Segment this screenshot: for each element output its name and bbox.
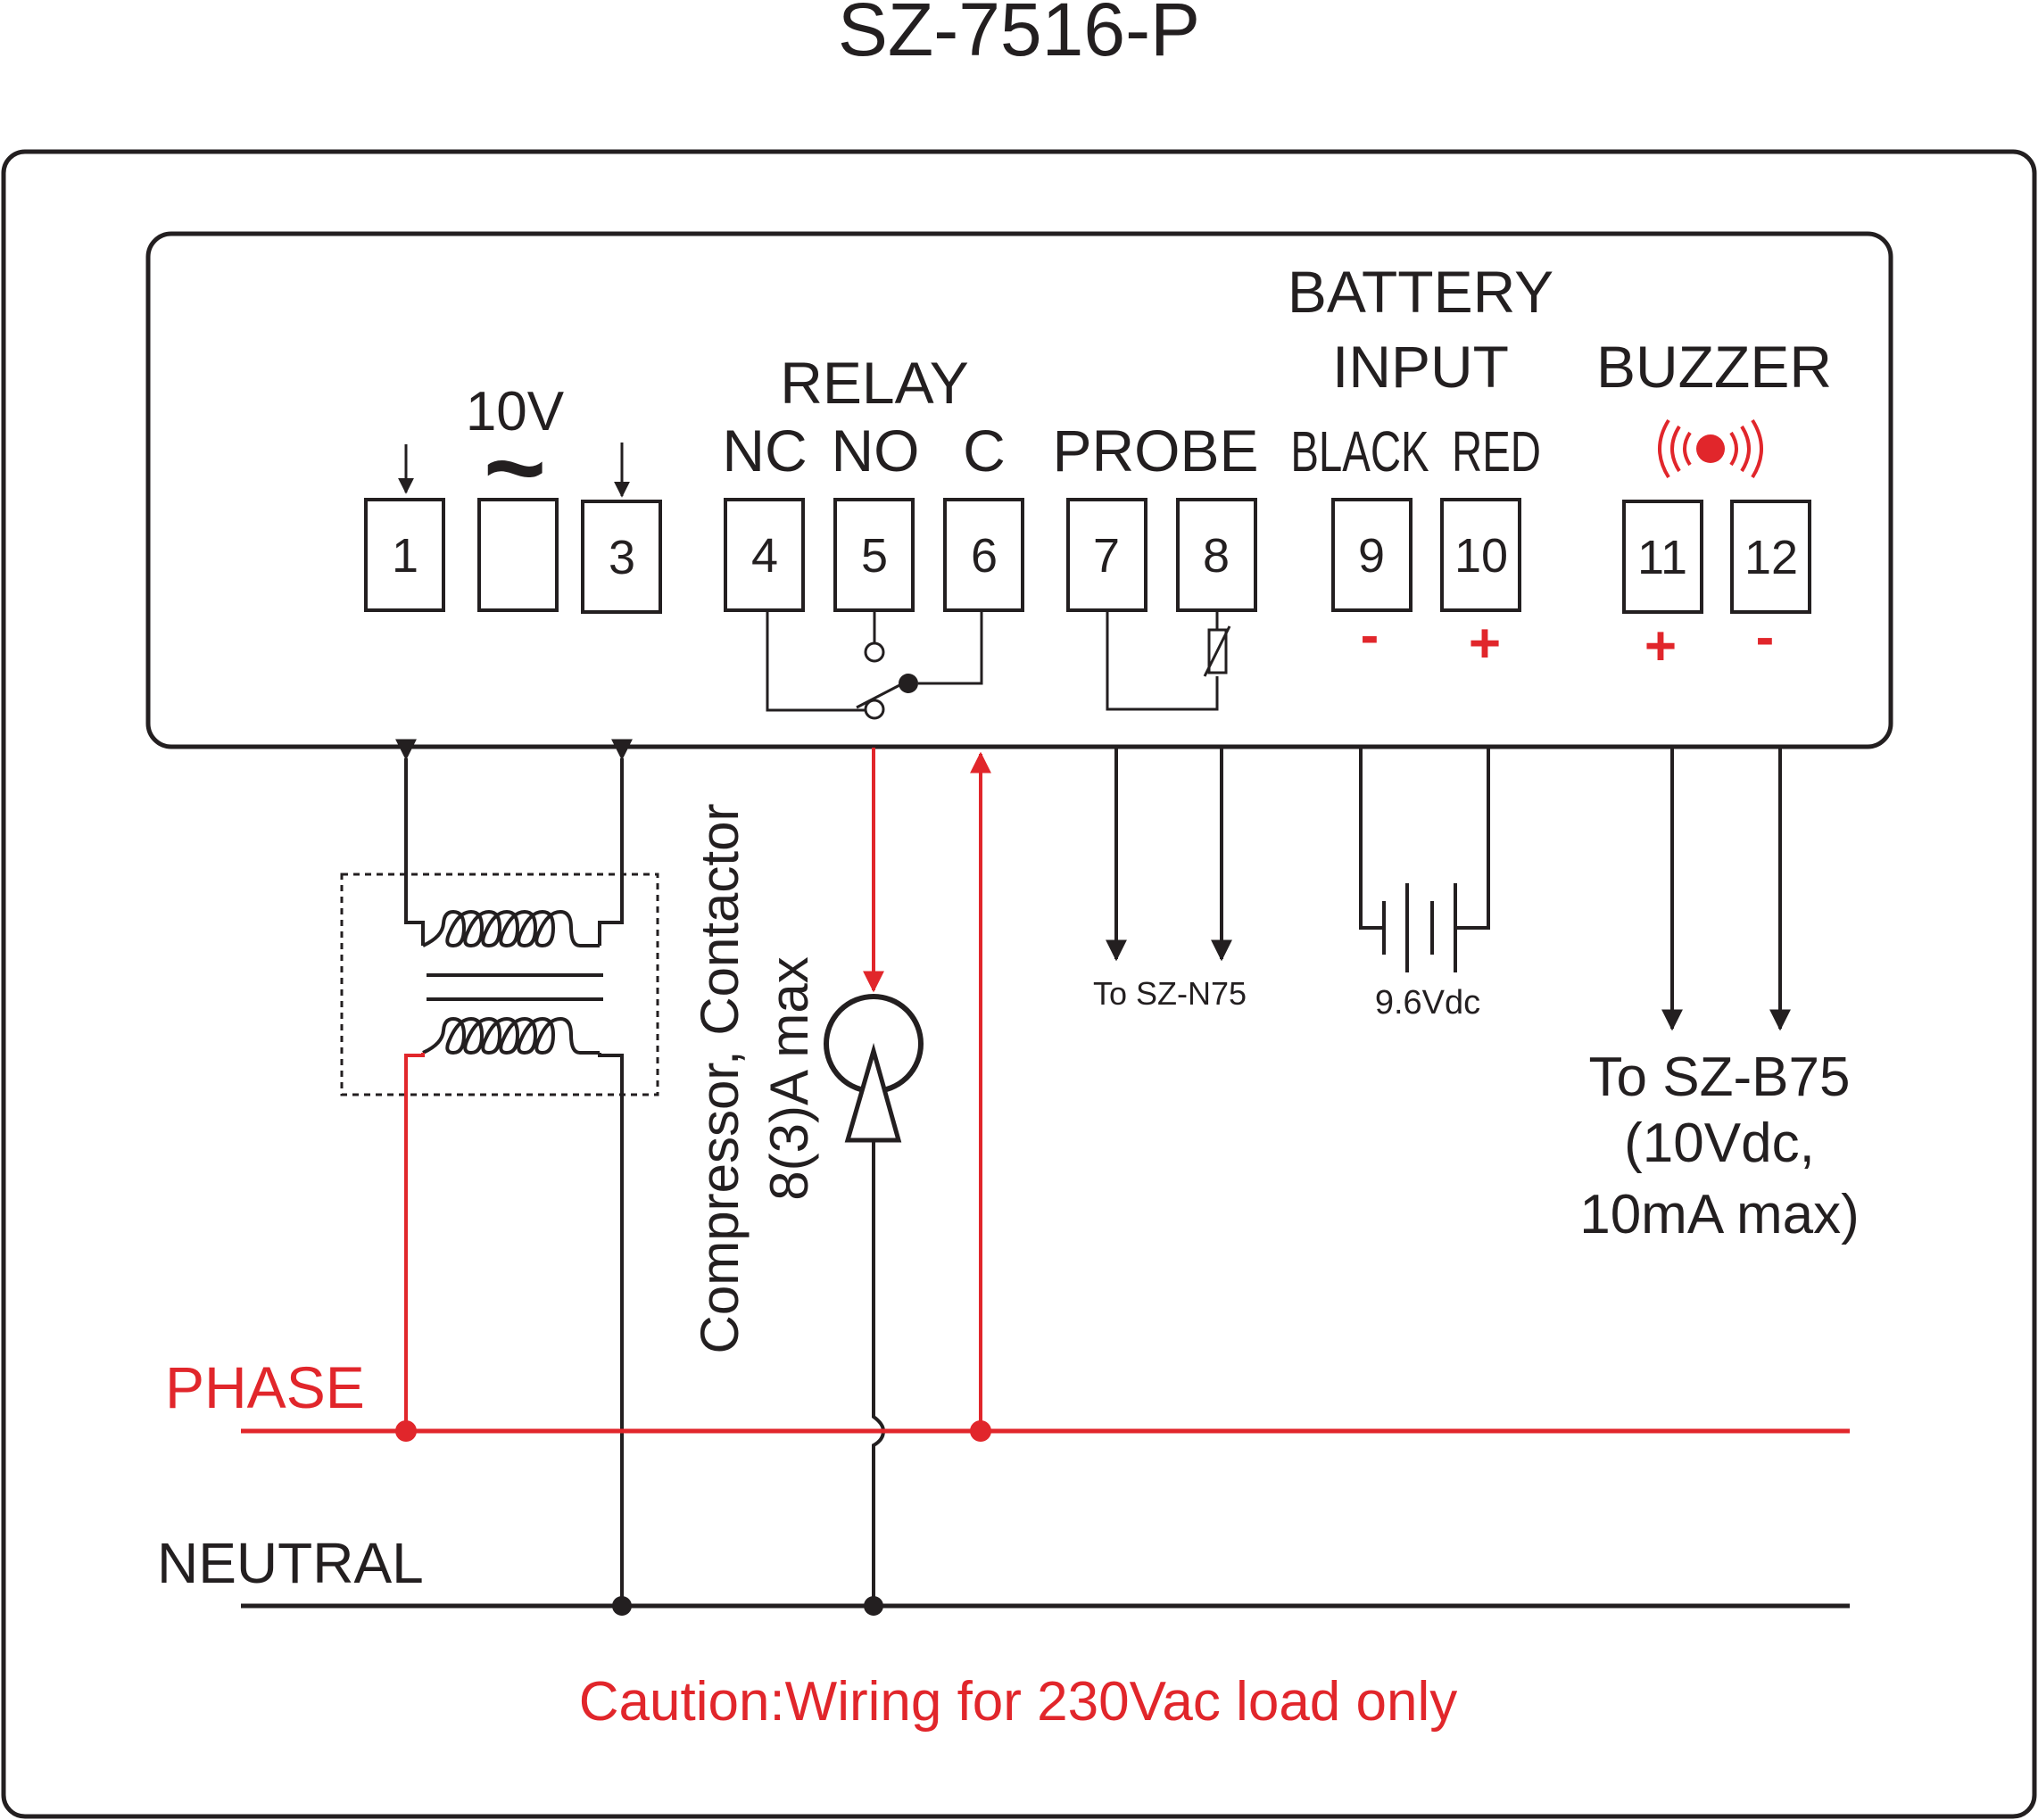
terminal-12-number: 12 [1744, 531, 1798, 584]
phase-label: PHASE [165, 1354, 365, 1420]
buzzer-rating-line1: (10Vdc, [1624, 1113, 1815, 1174]
relay-no-label: NO [832, 418, 920, 484]
terminal-6 [943, 498, 1024, 612]
terminal-3-number: 3 [609, 531, 635, 584]
transformer [340, 739, 659, 1606]
polarity-10: + [1469, 613, 1501, 674]
terminal-blank [477, 498, 559, 612]
probe-destination: To SZ-N75 [1093, 975, 1247, 1012]
polarity-9: - [1361, 605, 1379, 666]
relay-label: RELAY [780, 350, 969, 416]
red-label: RED [1452, 419, 1541, 484]
buzzer-label: BUZZER [1596, 334, 1832, 400]
supply-label: 10V [466, 381, 565, 443]
terminal-11 [1622, 500, 1703, 614]
terminal-11-number: 11 [1637, 531, 1687, 584]
buzzer-icon [1658, 418, 1763, 479]
black-label: BLACK [1290, 419, 1429, 484]
diagram-title: SZ-7516-P [838, 0, 1200, 71]
caution-note: Caution:Wiring for 230Vac load only [579, 1671, 1458, 1733]
buzzer-destination: To SZ-B75 [1589, 1046, 1851, 1108]
neutral-label: NEUTRAL [157, 1531, 424, 1595]
terminal-3 [581, 500, 662, 614]
load-rating: 8(3)A max [759, 956, 819, 1200]
polarity-12: - [1756, 607, 1775, 668]
load-symbol [824, 994, 924, 1143]
ac-symbol: ~ [484, 408, 546, 527]
battery-voltage: 9.6Vdc [1375, 984, 1480, 1022]
battery-label: BATTERY [1288, 259, 1553, 325]
outer-frame [1, 149, 2037, 1819]
relay-c-label: C [963, 418, 1006, 484]
buzzer-rating-line2: 10mA max) [1579, 1184, 1860, 1245]
neutral-junction-transformer [612, 1596, 632, 1616]
load-neutral-wire [872, 1140, 886, 1606]
terminal-6-number: 6 [971, 529, 998, 583]
terminal-4-number: 4 [751, 529, 778, 583]
terminal-7-number: 7 [1093, 529, 1120, 583]
probe-label: PROBE [1052, 418, 1258, 484]
terminal-9 [1331, 498, 1413, 612]
terminal-1 [364, 498, 445, 612]
neutral-junction-load [864, 1596, 883, 1616]
terminal-10 [1440, 498, 1521, 612]
probe-internal [1106, 610, 1231, 711]
terminal-8-number: 8 [1203, 529, 1230, 583]
controller-body [145, 231, 1893, 749]
terminal-12 [1730, 500, 1811, 614]
terminal-9-number: 9 [1358, 529, 1385, 583]
relay-contacts [766, 610, 983, 720]
terminal-4 [724, 498, 805, 612]
terminal-1-number: 1 [392, 529, 418, 583]
phase-junction-transformer [395, 1420, 417, 1442]
phase-junction-relay [970, 1420, 991, 1442]
battery-symbol [1359, 748, 1490, 972]
polarity-11: + [1644, 616, 1677, 677]
terminal-5-number: 5 [861, 529, 888, 583]
relay-nc-label: NC [722, 418, 807, 484]
load-label: Compressor, Contactor [690, 804, 750, 1354]
terminal-10-number: 10 [1454, 529, 1508, 583]
input-label: INPUT [1332, 334, 1509, 400]
